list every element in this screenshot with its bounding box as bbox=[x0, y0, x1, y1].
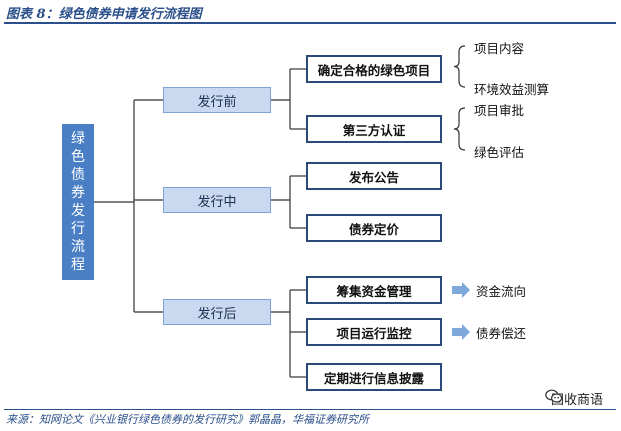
header-divider bbox=[4, 22, 616, 24]
arrow-right-icon bbox=[452, 282, 470, 298]
task-publish-announcement: 发布公告 bbox=[306, 162, 442, 190]
outcome-bond-repayment: 债券偿还 bbox=[476, 326, 527, 341]
task-qualified-green-project: 确定合格的绿色项目 bbox=[306, 55, 442, 83]
root-node: 绿色债券发行流程 bbox=[62, 124, 94, 280]
watermark-text: 固收商语 bbox=[550, 393, 603, 408]
detail-project-approval: 项目审批 bbox=[474, 103, 525, 118]
task-project-monitoring: 项目运行监控 bbox=[306, 318, 442, 346]
figure-title: 图表 8：绿色债券申请发行流程图 bbox=[6, 7, 202, 22]
arrow-right-icon bbox=[452, 324, 470, 340]
brace-connector-18 bbox=[453, 45, 466, 88]
detail-project-content: 项目内容 bbox=[474, 41, 525, 56]
task-third-party-certification: 第三方认证 bbox=[306, 115, 442, 143]
task-periodic-disclosure: 定期进行信息披露 bbox=[306, 363, 442, 391]
watermark: 固收商语 bbox=[544, 389, 605, 408]
detail-green-assessment: 绿色评估 bbox=[474, 145, 525, 160]
task-fund-management: 筹集资金管理 bbox=[306, 276, 442, 304]
brace-connector-19 bbox=[453, 107, 466, 151]
phase-post-issuance: 发行后 bbox=[163, 299, 271, 325]
detail-environmental-benefit: 环境效益测算 bbox=[474, 82, 550, 97]
task-bond-pricing: 债券定价 bbox=[306, 214, 442, 242]
outcome-fund-flow: 资金流向 bbox=[476, 284, 527, 299]
footer-divider bbox=[4, 409, 616, 410]
source-note: 来源：知网论文《兴业银行绿色债券的发行研究》郭晶晶，华福证券研究所 bbox=[6, 413, 369, 426]
phase-pre-issuance: 发行前 bbox=[163, 87, 271, 113]
phase-during-issuance: 发行中 bbox=[163, 187, 271, 213]
